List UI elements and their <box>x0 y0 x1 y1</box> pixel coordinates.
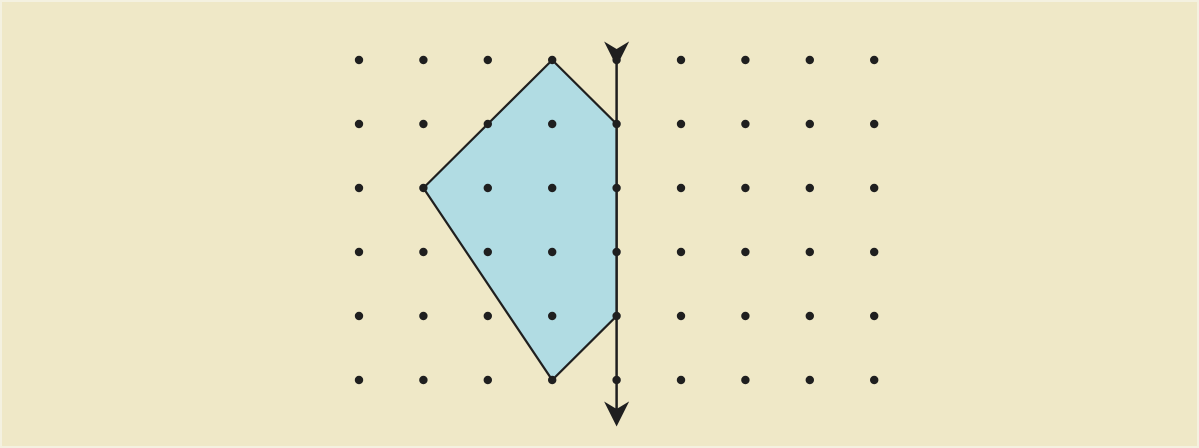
grid-dot <box>548 119 557 129</box>
grid-dot <box>483 375 492 385</box>
grid-dot <box>612 119 621 129</box>
grid-dot <box>805 375 814 385</box>
grid-dot <box>805 55 814 65</box>
grid-dot <box>548 311 557 321</box>
grid-dot <box>612 183 621 193</box>
grid-dot <box>419 375 428 385</box>
grid-dot <box>419 119 428 129</box>
dot-grid <box>354 55 879 385</box>
grid-dot <box>483 311 492 321</box>
grid-dot <box>870 119 879 129</box>
grid-dot <box>612 311 621 321</box>
grid-dot <box>483 183 492 193</box>
grid-dot <box>612 247 621 257</box>
grid-dot <box>870 375 879 385</box>
grid-dot <box>676 247 686 257</box>
grid-dot <box>612 55 621 65</box>
grid-dot <box>483 119 492 129</box>
grid-dot <box>676 55 686 65</box>
grid-dot <box>548 375 557 385</box>
grid-dot <box>676 119 686 129</box>
grid-dot <box>741 183 750 193</box>
grid-dot <box>676 375 686 385</box>
grid-dot <box>354 247 364 257</box>
grid-dot <box>741 247 750 257</box>
grid-dot <box>870 183 879 193</box>
grid-dot <box>419 55 428 65</box>
grid-dot <box>612 375 621 385</box>
grid-dot <box>354 183 364 193</box>
grid-dot <box>870 55 879 65</box>
grid-dot <box>741 55 750 65</box>
grid-dot <box>676 311 686 321</box>
grid-dot <box>483 55 492 65</box>
grid-dot <box>548 183 557 193</box>
grid-dot <box>419 183 428 193</box>
grid-dot <box>805 247 814 257</box>
grid-dot <box>676 183 686 193</box>
grid-dot <box>548 55 557 65</box>
grid-dot <box>870 247 879 257</box>
grid-dot <box>354 375 364 385</box>
grid-dot <box>805 311 814 321</box>
grid-dot <box>741 119 750 129</box>
grid-dot <box>805 119 814 129</box>
grid-dot <box>805 183 814 193</box>
grid-dot <box>354 311 364 321</box>
grid-dot <box>419 311 428 321</box>
grid-dot <box>741 311 750 321</box>
grid-dot <box>354 55 364 65</box>
grid-dot <box>870 311 879 321</box>
grid-dot <box>548 247 557 257</box>
grid-dot <box>483 247 492 257</box>
grid-dot <box>354 119 364 129</box>
grid-dot <box>419 247 428 257</box>
grid-dot <box>741 375 750 385</box>
